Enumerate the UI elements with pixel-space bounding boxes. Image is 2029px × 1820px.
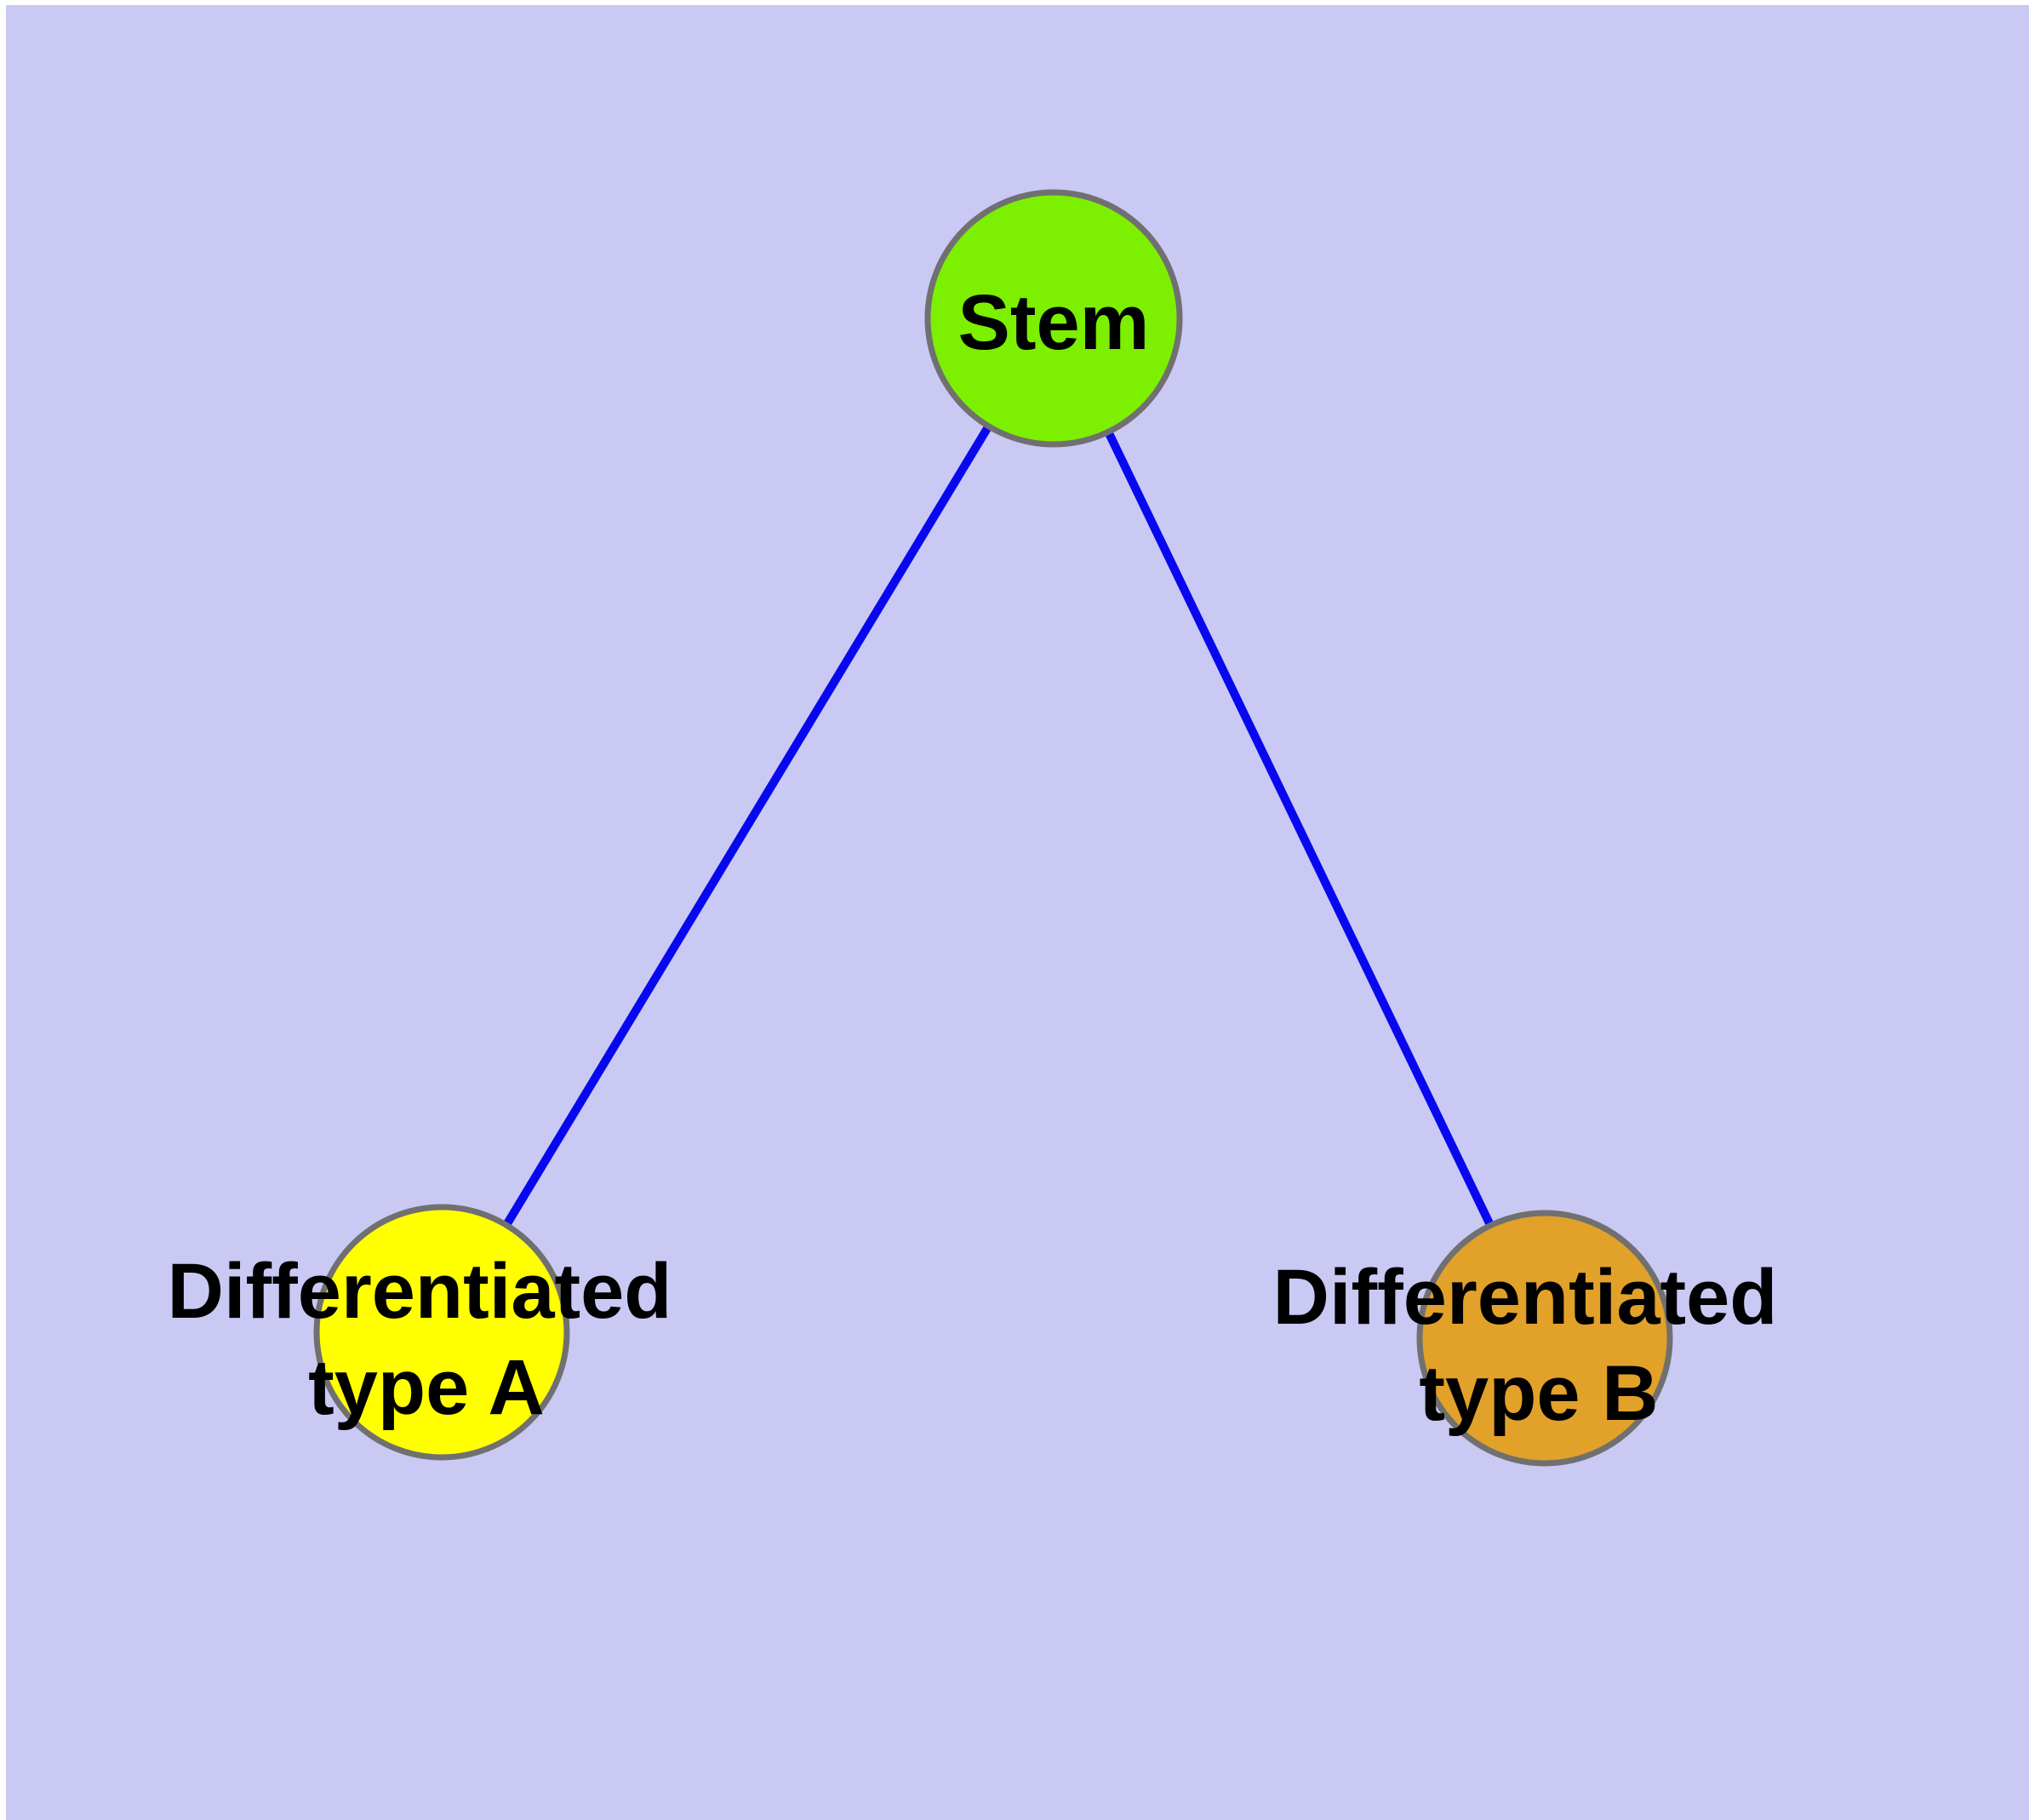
type-b-label-line2: type B (1419, 1350, 1658, 1437)
stem-node-label: Stem (958, 279, 1150, 366)
type-b-node (1416, 1210, 1673, 1467)
type-a-node (313, 1204, 570, 1461)
stem-node (924, 189, 1183, 448)
edge-stem-to-type-a (437, 314, 1058, 1336)
type-a-label-line1: Differentiated (168, 1248, 672, 1335)
type-b-label-line1: Differentiated (1273, 1254, 1778, 1341)
type-a-label-line2: type A (308, 1344, 545, 1431)
edge-stem-to-type-b (1049, 314, 1549, 1342)
